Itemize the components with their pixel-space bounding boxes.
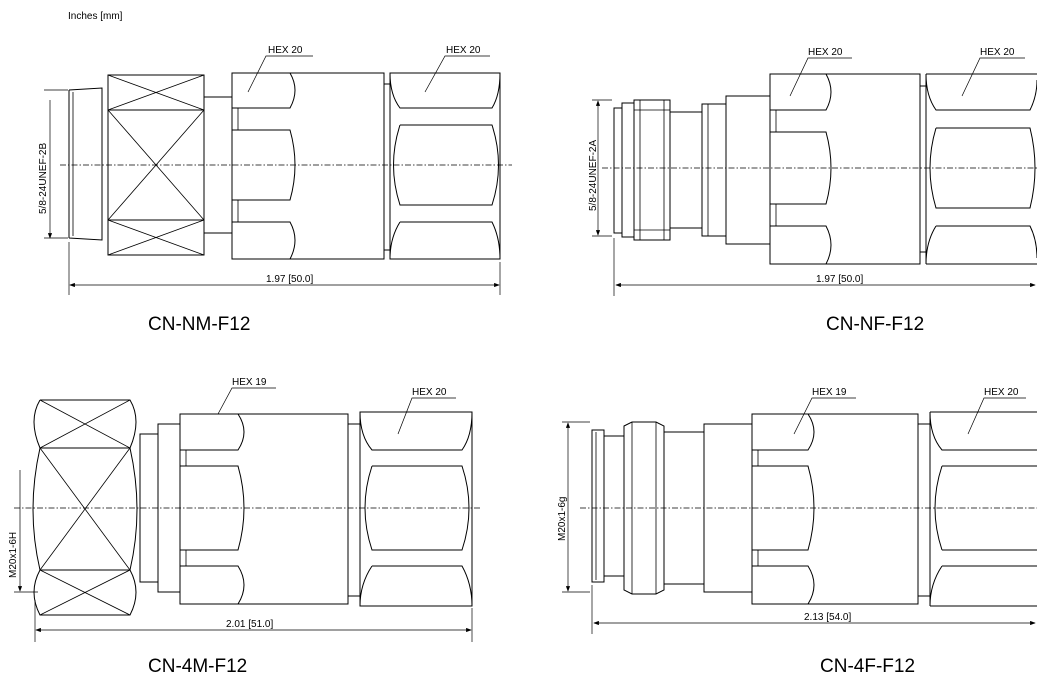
nf-hex-right-label: HEX 20	[980, 47, 1015, 58]
nf-length-label: 1.97 [50.0]	[816, 274, 863, 285]
nf-hex-left-label: HEX 20	[808, 47, 843, 58]
4m-title: CN-4M-F12	[148, 656, 247, 676]
nm-length-label: 1.97 [50.0]	[266, 274, 313, 285]
connector-drawing-4m	[14, 387, 480, 642]
nm-hex-left-label: HEX 20	[268, 45, 303, 56]
4f-length-label: 2.13 [54.0]	[804, 612, 851, 623]
4f-hex-left-label: HEX 19	[812, 387, 847, 398]
nf-title: CN-NF-F12	[826, 314, 924, 335]
4f-title: CN-4F-F12	[820, 656, 915, 676]
nm-title: CN-NM-F12	[148, 314, 250, 335]
4f-hex-right-label: HEX 20	[984, 387, 1019, 398]
connector-drawing-nf	[592, 57, 1037, 296]
4m-length-label: 2.01 [51.0]	[226, 619, 273, 630]
connector-drawing-nm	[44, 55, 512, 295]
connector-drawing-4f	[562, 397, 1037, 634]
4f-thread-label: M20x1-6g	[557, 497, 568, 541]
nf-thread-label: 5/8-24UNEF-2A	[588, 140, 599, 211]
4m-thread-label: M20x1-6H	[8, 532, 19, 578]
nm-hex-right-label: HEX 20	[446, 45, 481, 56]
4m-hex-right-label: HEX 20	[412, 387, 447, 398]
4m-hex-left-label: HEX 19	[232, 377, 267, 388]
units-note: Inches [mm]	[68, 11, 123, 22]
nm-thread-label: 5/8-24UNEF-2B	[38, 143, 49, 214]
